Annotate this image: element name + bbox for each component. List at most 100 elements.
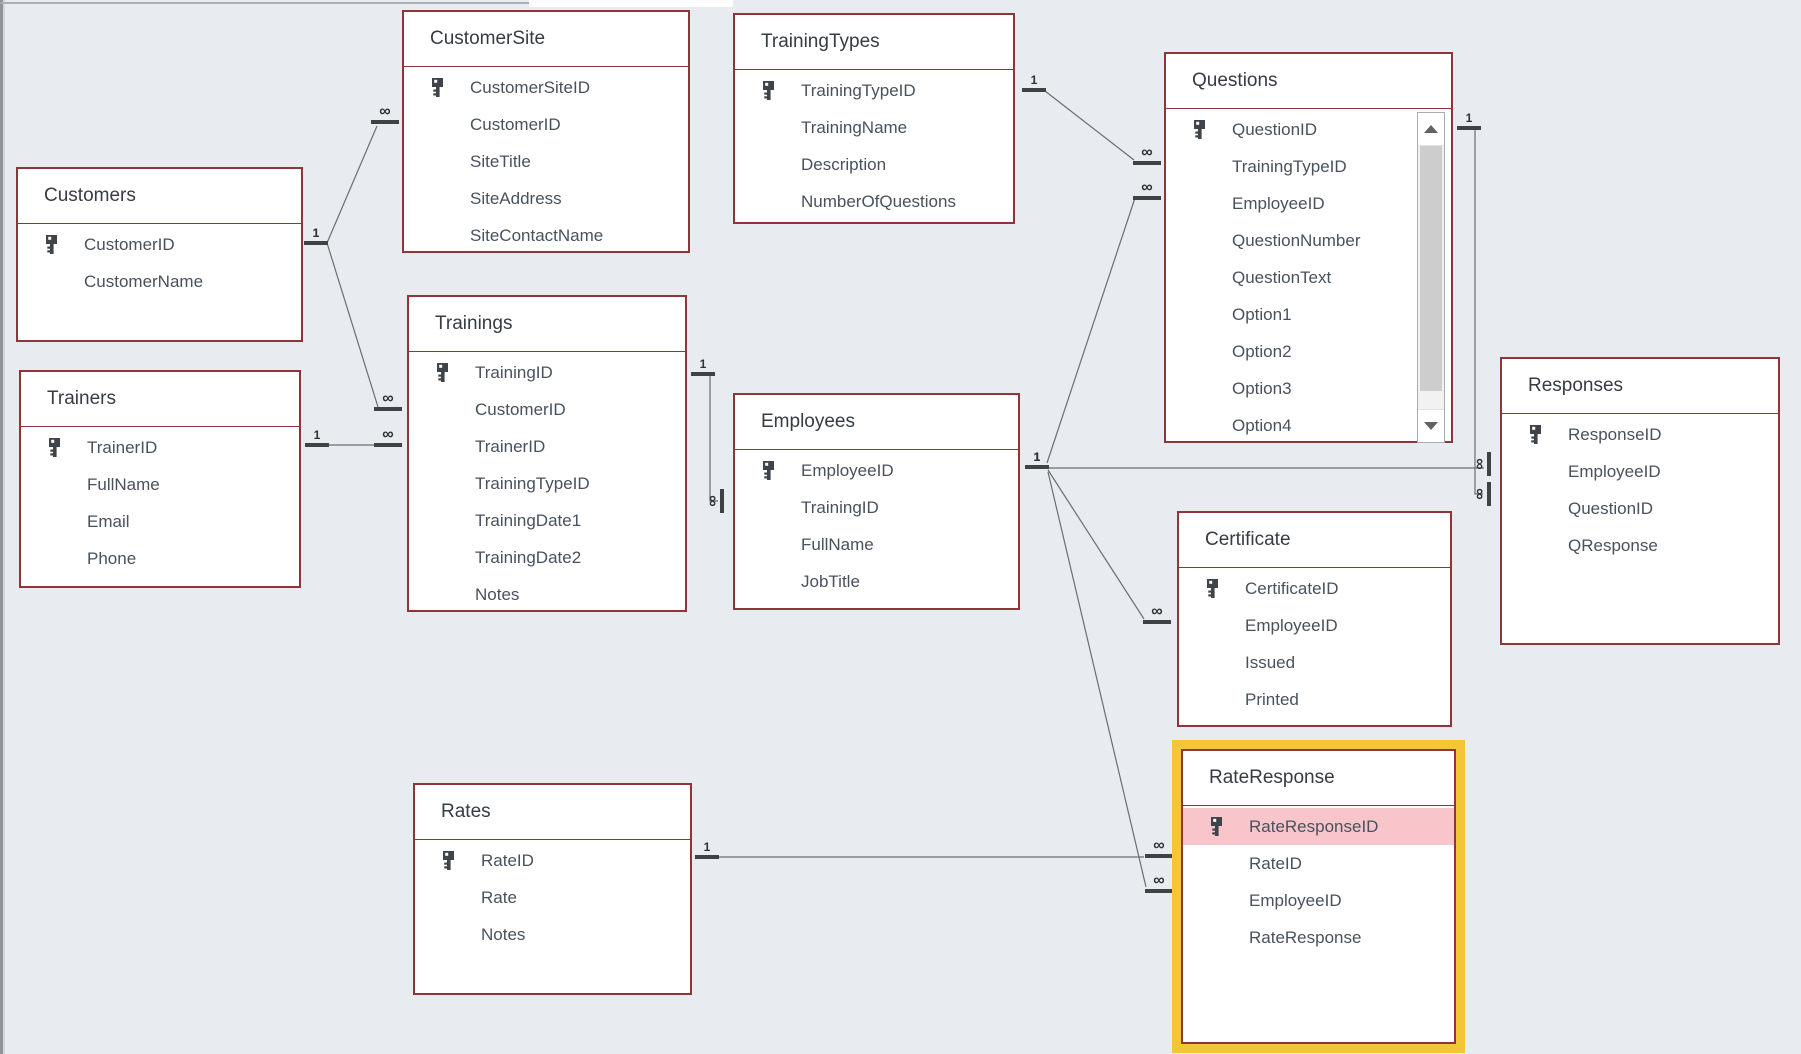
field-row-jobtitle[interactable]: JobTitle (735, 563, 1018, 600)
table-title-trainers[interactable]: Trainers (21, 372, 299, 427)
field-row-rate[interactable]: Rate (415, 879, 690, 916)
field-name: NumberOfQuestions (801, 191, 956, 211)
field-row-customerid[interactable]: CustomerID (404, 106, 688, 143)
field-row-fullname[interactable]: FullName (21, 466, 299, 503)
field-row-option1[interactable]: Option1 (1166, 296, 1451, 333)
scrollbar-thumb[interactable] (1420, 146, 1442, 391)
vertical-scrollbar[interactable] (1417, 112, 1445, 443)
relationship-line-trainings-employees[interactable] (709, 375, 718, 502)
table-title-rate-response[interactable]: RateResponse (1183, 751, 1454, 806)
field-row-certificateid[interactable]: CertificateID (1179, 570, 1450, 607)
field-row-qresponse[interactable]: QResponse (1502, 527, 1778, 564)
field-row-employeeid[interactable]: EmployeeID (1183, 882, 1454, 919)
field-row-phone[interactable]: Phone (21, 540, 299, 577)
relationship-line-customers-trainings[interactable] (326, 242, 379, 408)
table-title-customers[interactable]: Customers (18, 169, 301, 224)
field-row-rateid[interactable]: RateID (415, 842, 690, 879)
field-row-numberofquestions[interactable]: NumberOfQuestions (735, 183, 1013, 220)
field-row-customerid[interactable]: CustomerID (409, 391, 685, 428)
field-row-trainingid[interactable]: TrainingID (735, 489, 1018, 526)
field-row-questionid[interactable]: QuestionID (1166, 111, 1451, 148)
field-name: EmployeeID (1245, 615, 1338, 635)
field-name: Issued (1245, 652, 1296, 672)
field-row-sitetitle[interactable]: SiteTitle (404, 143, 688, 180)
field-row-sitecontactname[interactable]: SiteContactName (404, 217, 688, 254)
field-row-customersiteid[interactable]: CustomerSiteID (404, 69, 688, 106)
field-row-trainerid[interactable]: TrainerID (409, 428, 685, 465)
field-row-trainingtypeid[interactable]: TrainingTypeID (409, 465, 685, 502)
field-row-customerid[interactable]: CustomerID (18, 226, 301, 263)
field-name: Option3 (1232, 378, 1292, 398)
relationship-line-employees-rateresponse[interactable] (1047, 471, 1147, 888)
field-row-employeeid[interactable]: EmployeeID (735, 452, 1018, 489)
field-row-trainingdate1[interactable]: TrainingDate1 (409, 502, 685, 539)
field-row-trainerid[interactable]: TrainerID (21, 429, 299, 466)
field-row-trainingdate2[interactable]: TrainingDate2 (409, 539, 685, 576)
field-name: TrainerID (475, 436, 546, 456)
field-name: EmployeeID (1249, 890, 1342, 910)
scroll-down-button[interactable] (1418, 409, 1444, 442)
relationship-line-employees-certificate[interactable] (1047, 469, 1145, 620)
field-row-trainingtypeid[interactable]: TrainingTypeID (735, 72, 1013, 109)
table-title-rates[interactable]: Rates (415, 785, 690, 840)
table-title-certificate[interactable]: Certificate (1179, 513, 1450, 568)
table-title-customer-site[interactable]: CustomerSite (404, 12, 688, 67)
table-title-employees[interactable]: Employees (735, 395, 1018, 450)
field-row-questionnumber[interactable]: QuestionNumber (1166, 222, 1451, 259)
field-row-rateresponse[interactable]: RateResponse (1183, 919, 1454, 956)
relationship-line-employees-questions[interactable] (1046, 197, 1136, 464)
field-row-employeeid[interactable]: EmployeeID (1502, 453, 1778, 490)
table-title-questions[interactable]: Questions (1166, 54, 1451, 109)
primary-key-icon (48, 438, 60, 457)
field-row-trainingname[interactable]: TrainingName (735, 109, 1013, 146)
field-row-description[interactable]: Description (735, 146, 1013, 183)
svg-text:∞: ∞ (1151, 603, 1162, 620)
field-row-printed[interactable]: Printed (1179, 681, 1450, 718)
table-title-training-types[interactable]: TrainingTypes (735, 15, 1013, 70)
relationship-line-trainingtypes-questions[interactable] (1044, 90, 1135, 161)
field-row-email[interactable]: Email (21, 503, 299, 540)
relationship-line-customers-customersite[interactable] (326, 125, 378, 244)
field-row-responseid[interactable]: ResponseID (1502, 416, 1778, 453)
field-row-customername[interactable]: CustomerName (18, 263, 301, 300)
field-row-questionid[interactable]: QuestionID (1502, 490, 1778, 527)
field-name: QuestionID (1232, 119, 1318, 139)
field-row-employeeid[interactable]: EmployeeID (1179, 607, 1450, 644)
field-row-issued[interactable]: Issued (1179, 644, 1450, 681)
relationship-line-questions-responses[interactable] (1474, 130, 1483, 495)
table-title-trainings[interactable]: Trainings (409, 297, 685, 352)
scroll-up-button[interactable] (1418, 113, 1444, 146)
primary-key-icon (762, 81, 774, 100)
field-row-option3[interactable]: Option3 (1166, 370, 1451, 407)
primary-key-icon (1206, 579, 1218, 598)
key-icon-slot (735, 461, 801, 480)
field-row-questiontext[interactable]: QuestionText (1166, 259, 1451, 296)
field-row-rateid[interactable]: RateID (1183, 845, 1454, 882)
field-row-notes[interactable]: Notes (409, 576, 685, 613)
svg-text:1: 1 (704, 840, 711, 854)
svg-text:∞: ∞ (1471, 488, 1488, 499)
field-row-siteaddress[interactable]: SiteAddress (404, 180, 688, 217)
field-row-notes[interactable]: Notes (415, 916, 690, 953)
field-row-trainingid[interactable]: TrainingID (409, 354, 685, 391)
field-row-option2[interactable]: Option2 (1166, 333, 1451, 370)
table-title-responses[interactable]: Responses (1502, 359, 1778, 414)
field-row-rateresponseid[interactable]: RateResponseID (1183, 808, 1454, 845)
field-row-employeeid[interactable]: EmployeeID (1166, 185, 1451, 222)
field-row-option4[interactable]: Option4 (1166, 407, 1451, 444)
field-row-fullname[interactable]: FullName (735, 526, 1018, 563)
field-row-trainingtypeid[interactable]: TrainingTypeID (1166, 148, 1451, 185)
